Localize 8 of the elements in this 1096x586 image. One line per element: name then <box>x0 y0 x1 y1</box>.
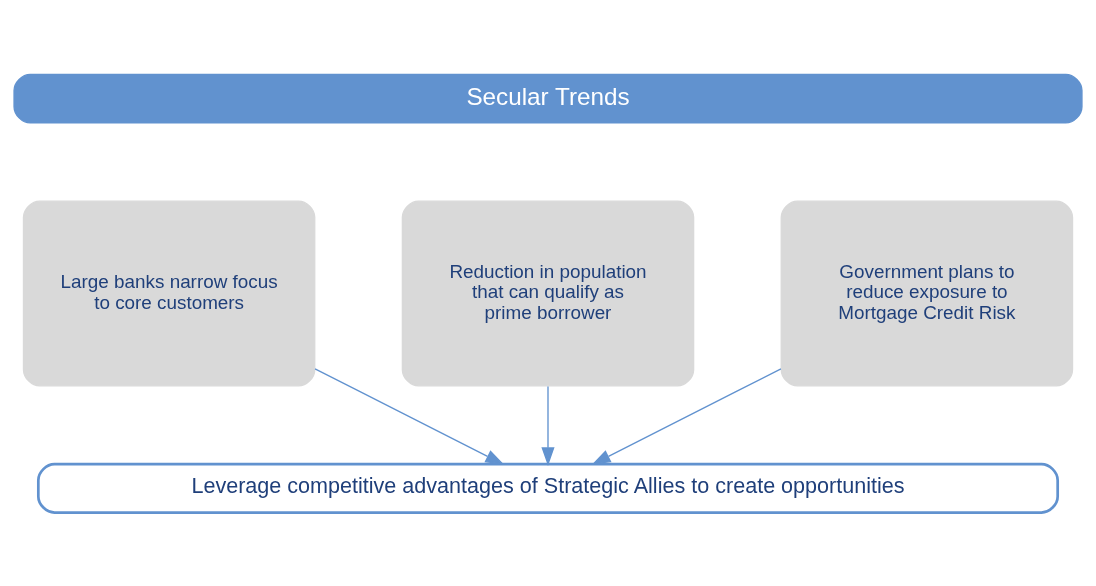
arrow <box>541 385 555 466</box>
node-box: Reduction in population that can qualify as prime borrower <box>401 199 695 387</box>
arrow <box>591 367 782 465</box>
node-box: Leverage competitive advantages of Strategic Allies to create opportunities <box>36 462 1060 514</box>
arrow <box>314 367 505 465</box>
node-box: Large banks narrow focus to core customers <box>22 199 316 387</box>
node-box: Secular Trends <box>13 73 1083 124</box>
node-box: Government plans to reduce exposure to Mortgage Credit Risk <box>780 199 1074 387</box>
